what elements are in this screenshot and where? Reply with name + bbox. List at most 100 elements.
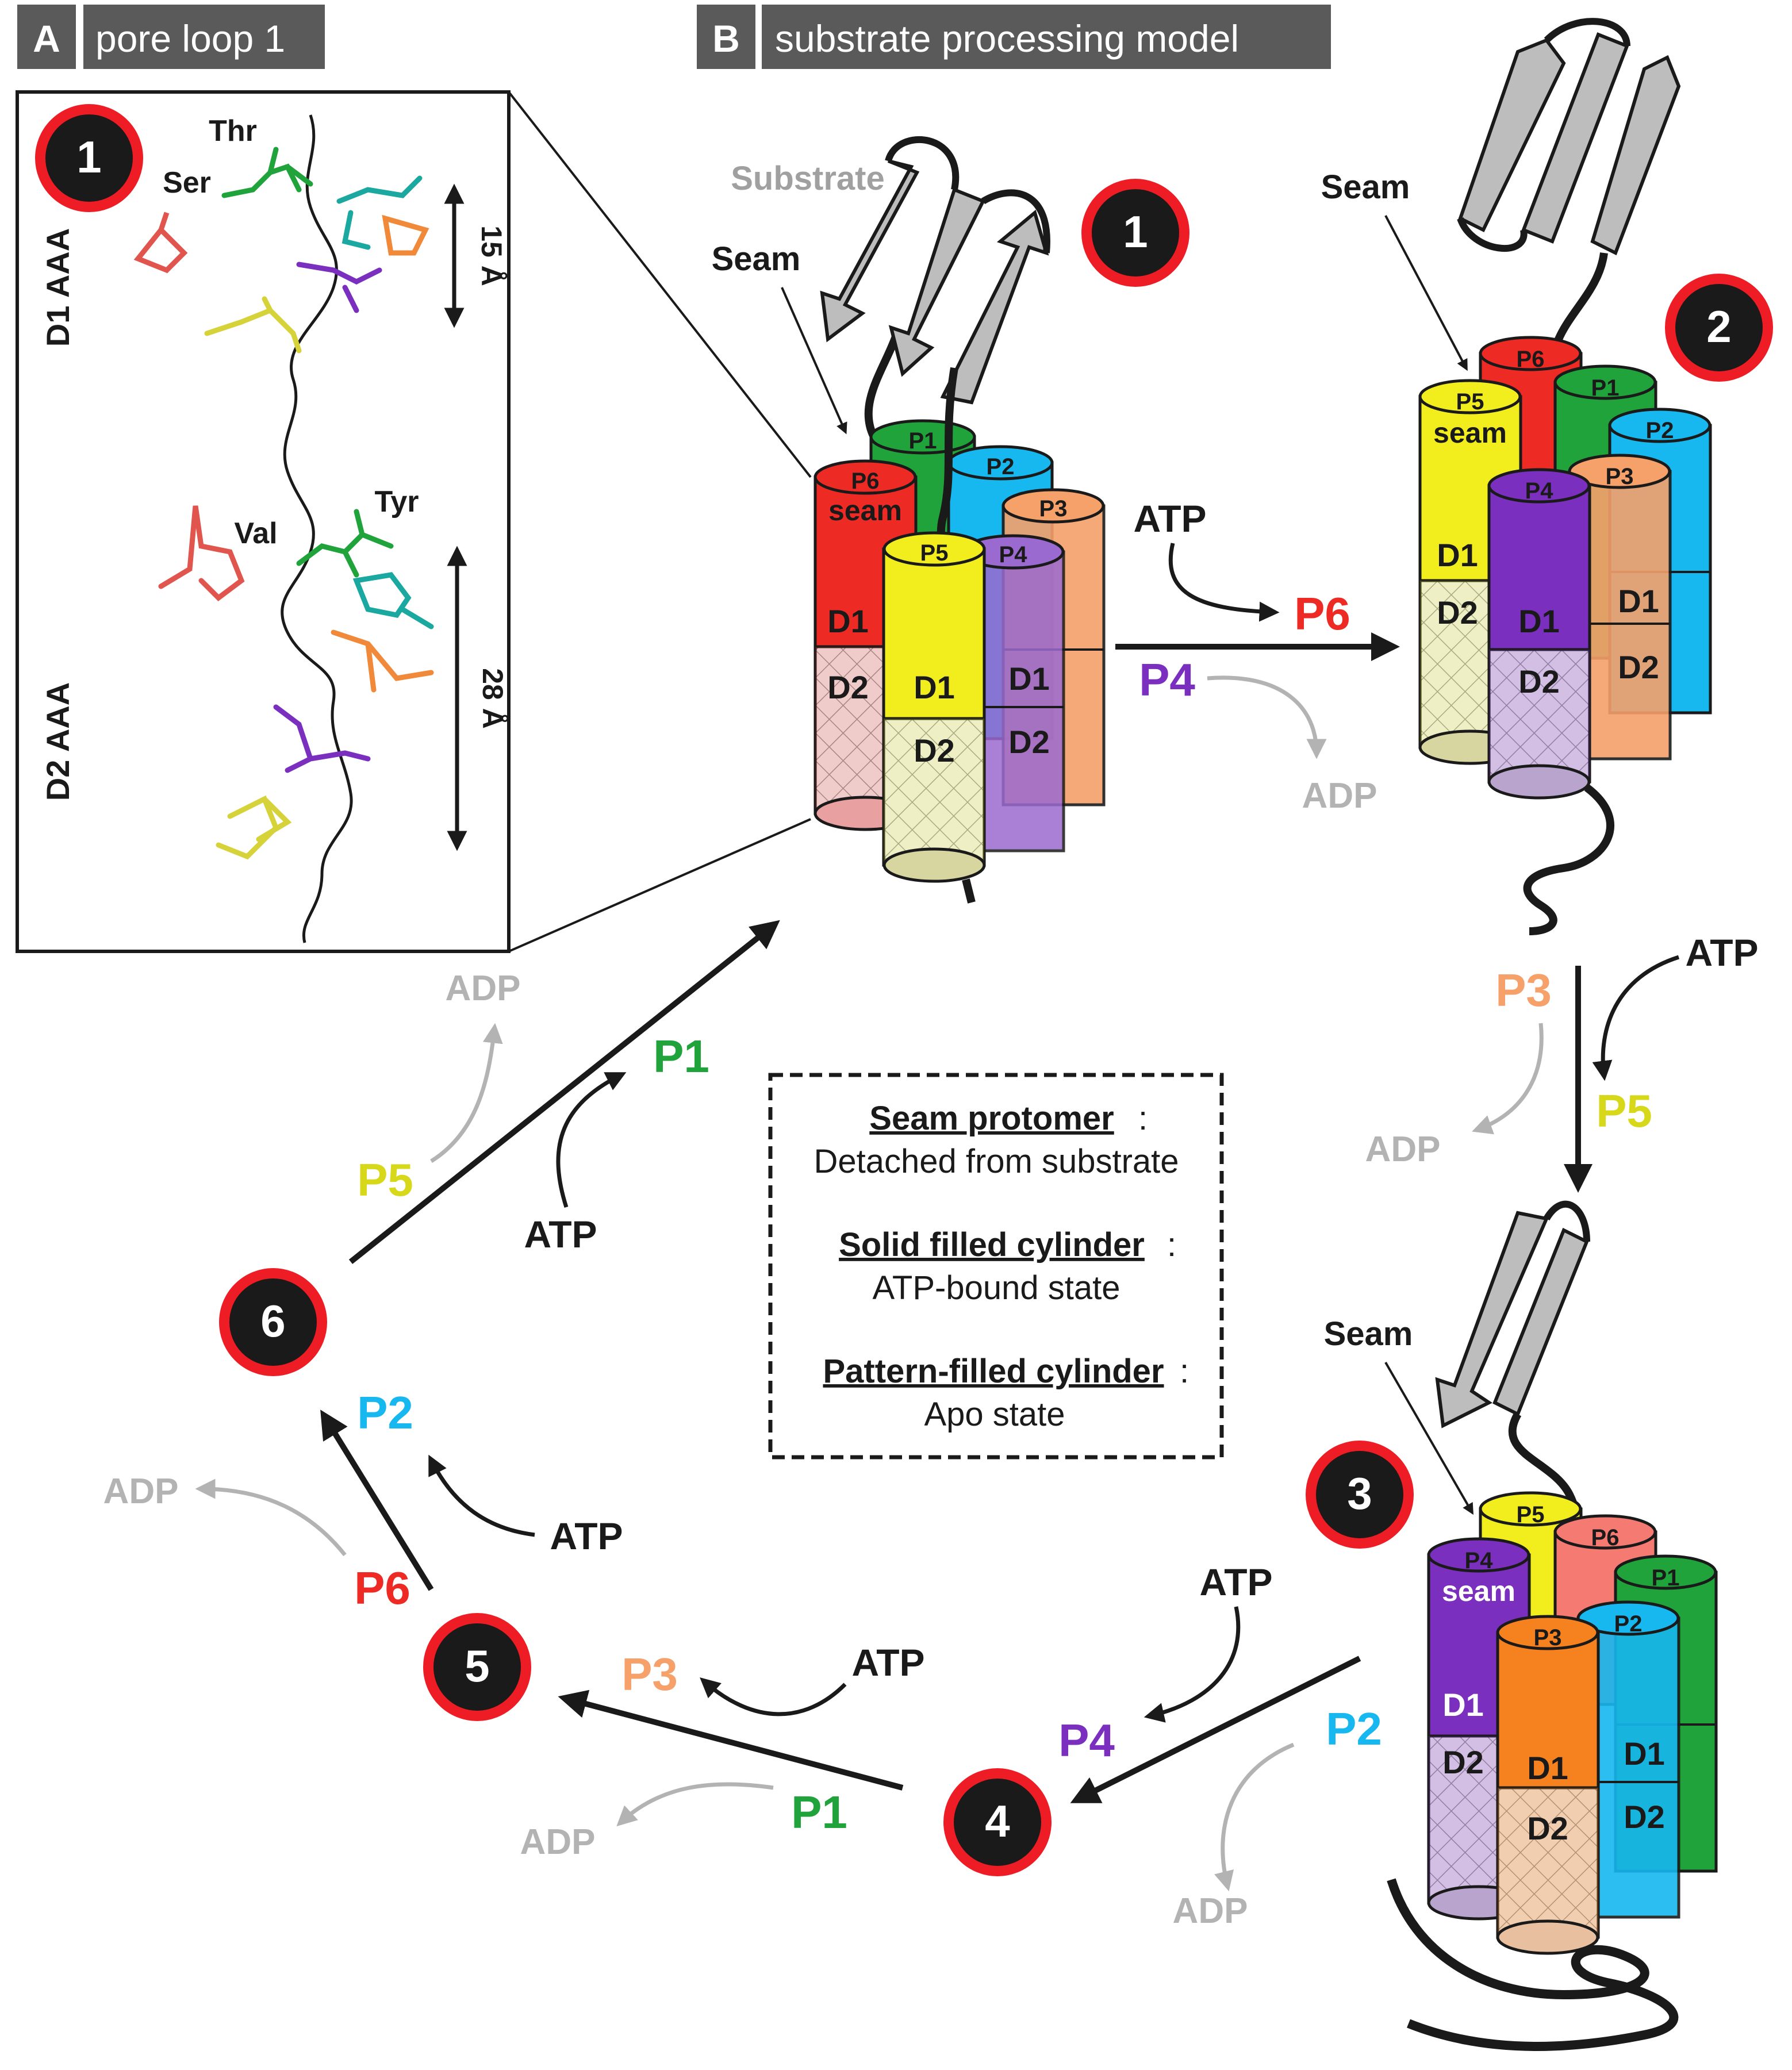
adp-arrow-5 xyxy=(195,1478,347,1557)
step-badge-1-number: 1 xyxy=(1123,206,1148,257)
state-3-assembly: P5 P6 P1 P2 D1 D2 P4 seam xyxy=(1306,1200,1718,2051)
residue-red-d2 xyxy=(158,505,245,601)
seam-pointer-2 xyxy=(1384,215,1468,371)
s2-p4-d2: D2 xyxy=(1518,663,1560,700)
s1-p1-label: P1 xyxy=(909,428,937,454)
legend-seam-colon: : xyxy=(1138,1100,1148,1137)
residue-purple-d1 xyxy=(296,262,382,313)
residue-red-d1 xyxy=(133,212,188,274)
step-badge-6-number: 6 xyxy=(260,1296,285,1346)
legend-solid-desc: ATP-bound state xyxy=(873,1269,1121,1307)
s2-p3-d1: D1 xyxy=(1618,583,1659,619)
s2-p3-d2: D2 xyxy=(1618,649,1659,685)
transition-5-6: ATP P2 P6 ADP xyxy=(103,1387,623,1614)
adp-arrow-3 xyxy=(1214,1742,1295,1892)
step-badge-5-number: 5 xyxy=(465,1641,489,1691)
seam-pointer-1 xyxy=(781,287,847,435)
atp-label-2: ATP xyxy=(1685,931,1758,974)
atp-label-1: ATP xyxy=(1133,497,1206,540)
seam-pointer-3 xyxy=(1384,1362,1473,1515)
residue-cyan-d1 xyxy=(336,175,423,250)
legend-pattern-colon: : xyxy=(1180,1353,1189,1390)
s3-p4-d1: D1 xyxy=(1442,1687,1484,1723)
s3-p2-label: P2 xyxy=(1614,1611,1643,1637)
s1-p6-seam: seam xyxy=(828,494,902,527)
step-badge-1: 1 xyxy=(1081,179,1189,287)
p4-release-label: P4 xyxy=(1139,654,1195,705)
residue-ser-label: Ser xyxy=(163,166,211,199)
s1-p5-d2: D2 xyxy=(914,732,955,769)
s3-p2-d2: D2 xyxy=(1624,1799,1665,1835)
substrate-loop-3a xyxy=(1543,1200,1590,1242)
legend-box: Seam protomer : Detached from substrate … xyxy=(768,1073,1224,1460)
s3-p3-d1: D1 xyxy=(1527,1750,1568,1786)
distance-15-label: 15 Å xyxy=(475,225,508,286)
s1-p5-cylinder: P5 D1 D2 xyxy=(882,531,986,883)
seam-label-3: Seam xyxy=(1324,1315,1413,1353)
atp-arrow-3 xyxy=(1143,1606,1241,1723)
substrate-loop-2a xyxy=(1544,18,1630,47)
p4-binding-label: P4 xyxy=(1058,1715,1115,1766)
step-badge-5: 5 xyxy=(423,1613,531,1721)
p3-binding-label: P3 xyxy=(621,1649,678,1700)
p3-release-label: P3 xyxy=(1495,965,1552,1016)
residue-tyr-label: Tyr xyxy=(374,485,419,519)
state-2-assembly: P6 P1 P2 P3 D1 D2 P5 seam xyxy=(1321,18,1773,935)
atp-label-6: ATP xyxy=(524,1213,597,1255)
state-1-assembly: P1 P2 P3 P4 D1 D2 P6 s xyxy=(712,136,1189,904)
s1-p4-d1: D1 xyxy=(1008,660,1050,697)
p1-release-label: P1 xyxy=(791,1787,847,1838)
beta-strand-3a xyxy=(1435,1211,1549,1428)
step-badge-inset-number: 1 xyxy=(76,132,101,182)
s2-p3-label: P3 xyxy=(1606,464,1634,489)
p2-binding-label: P2 xyxy=(357,1387,413,1438)
transition-2-3: P3 ADP ATP P5 xyxy=(1365,931,1759,1193)
s3-p3-cylinder: P3 D1 D2 xyxy=(1496,1615,1600,1955)
p1-binding-label: P1 xyxy=(653,1031,709,1082)
s1-p5-label: P5 xyxy=(920,540,949,566)
step-badge-4: 4 xyxy=(943,1768,1052,1876)
residue-purple-d2 xyxy=(273,704,371,773)
legend-solid-title: Solid filled cylinder xyxy=(839,1226,1145,1263)
adp-label-1: ADP xyxy=(1302,776,1377,816)
p6-binding-label: P6 xyxy=(1294,588,1350,639)
s2-p5-d1: D1 xyxy=(1437,537,1478,573)
p2-release-label: P2 xyxy=(1326,1703,1382,1754)
s2-p6-label: P6 xyxy=(1517,347,1545,372)
arrow-5-6 xyxy=(320,1410,434,1591)
s3-p5-label: P5 xyxy=(1517,1502,1545,1527)
transition-6-1: ATP P1 P5 ADP xyxy=(348,920,780,1264)
step-badge-2-number: 2 xyxy=(1706,301,1731,352)
arrow-4-5 xyxy=(558,1689,904,1791)
atp-arrow-6 xyxy=(556,1072,627,1208)
s1-p6-d2: D2 xyxy=(827,669,869,705)
s3-p3-d2: D2 xyxy=(1527,1810,1568,1846)
s2-p4-d1: D1 xyxy=(1518,603,1560,639)
s2-p1-label: P1 xyxy=(1591,375,1620,401)
s3-p1-label: P1 xyxy=(1652,1565,1680,1591)
substrate-loop-1a xyxy=(885,136,960,191)
adp-label-6: ADP xyxy=(446,969,521,1008)
panel-a-header: A pore loop 1 xyxy=(17,5,325,69)
atp-arrow-5 xyxy=(428,1454,535,1537)
residue-yellow-d2 xyxy=(216,795,292,860)
s1-p2-label: P2 xyxy=(987,454,1015,479)
beta-strand-2a xyxy=(1458,38,1566,233)
step-badge-inset: 1 xyxy=(35,104,143,212)
substrate-chain-1 xyxy=(864,332,901,439)
distance-28-label: 28 Å xyxy=(477,668,509,729)
substrate-tail-2 xyxy=(1523,784,1614,935)
beta-strand-2c xyxy=(1590,55,1681,256)
adp-label-4: ADP xyxy=(520,1822,596,1862)
seam-label-2: Seam xyxy=(1321,168,1410,206)
s1-p4-label: P4 xyxy=(999,542,1028,567)
d2-aaa-label: D2 AAA xyxy=(40,682,76,801)
s1-p6-label: P6 xyxy=(851,468,880,494)
s2-p5-seam: seam xyxy=(1433,417,1507,449)
s1-p4-d2: D2 xyxy=(1008,724,1050,760)
arrow-3-4 xyxy=(1070,1656,1361,1803)
residue-val-label: Val xyxy=(234,517,277,550)
panel-a-letter: A xyxy=(33,17,60,60)
legend-pattern-desc: Apo state xyxy=(924,1396,1065,1433)
substrate-loop-2b xyxy=(1457,217,1528,252)
